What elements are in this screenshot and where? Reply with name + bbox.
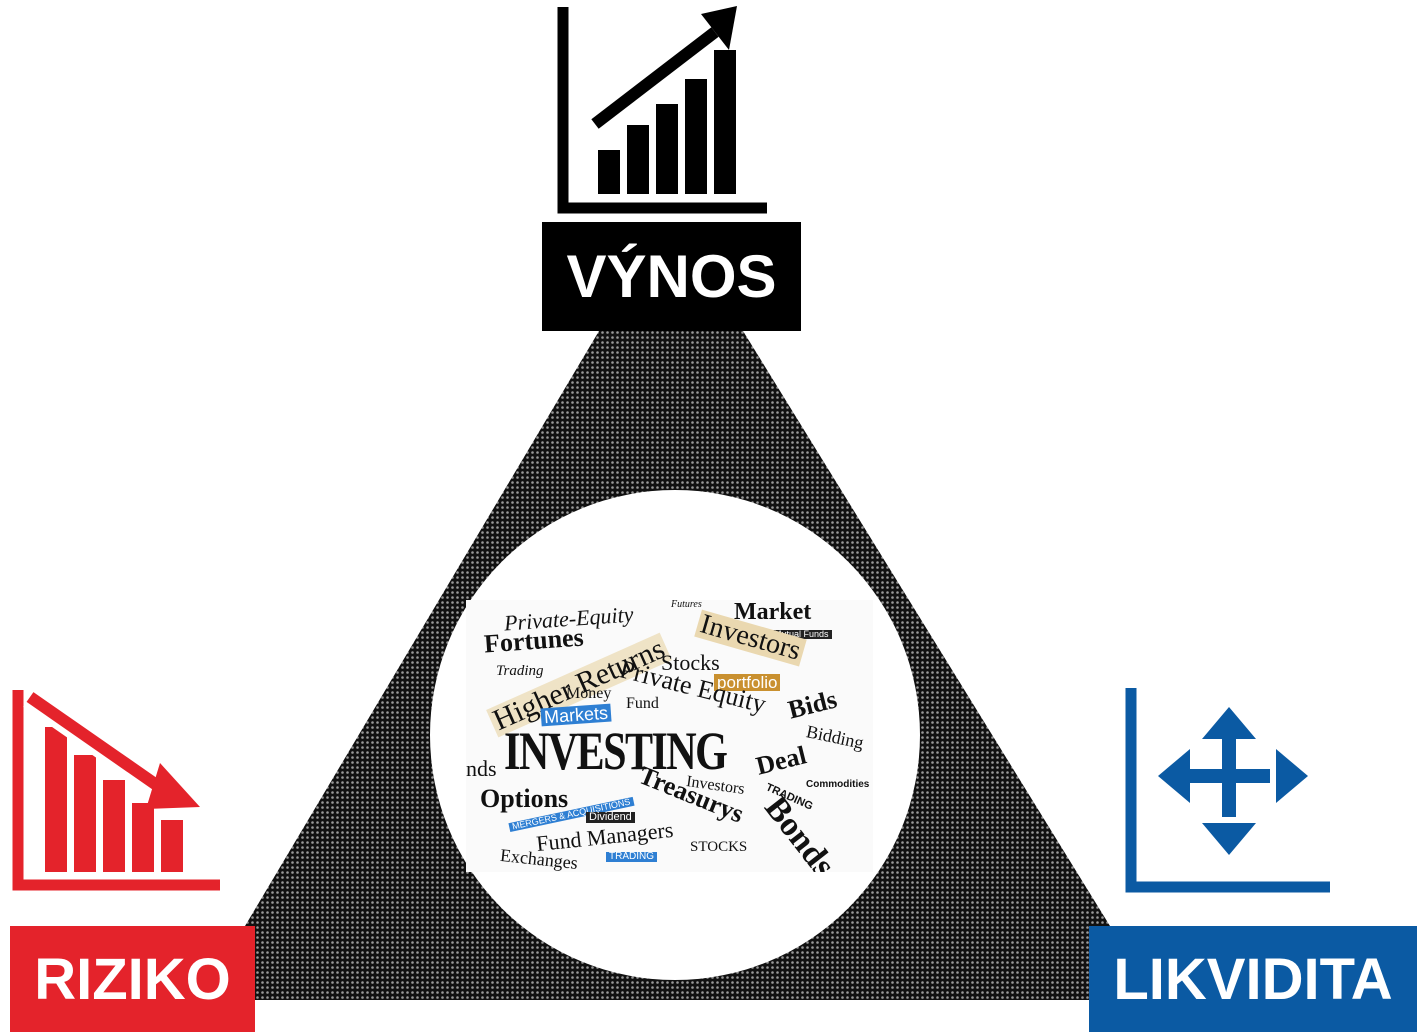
vynos-label-text: VÝNOS — [566, 243, 777, 310]
move-arrows-chart-icon — [1125, 688, 1330, 893]
collage-word: Futures — [671, 600, 702, 610]
collage-word: portfolio — [714, 674, 781, 691]
collage-word: TRADING — [606, 852, 657, 862]
collage-word: Dividend — [586, 812, 635, 823]
collage-word: INVESTING — [504, 721, 728, 781]
collage-word: Fortunes — [483, 622, 585, 659]
collage-word: Mutual Funds — [771, 630, 832, 639]
collage-word: Commodities — [806, 779, 870, 790]
collage-word: Stocks — [661, 650, 720, 675]
collage-word: Options — [480, 784, 569, 813]
collage-word: Bidding — [804, 721, 866, 753]
collage-word: Deal — [753, 740, 810, 781]
riziko-label-text: RIZIKO — [34, 946, 231, 1012]
collage-word: nds — [466, 756, 497, 781]
rising-bar-chart-icon — [557, 6, 767, 214]
collage-word: Trading — [496, 663, 544, 679]
collage-word: Fund Managers — [535, 816, 675, 857]
investing-collage-image: Private-Equity Futures Market Mutual Fun… — [466, 600, 873, 872]
collage-word: Fund — [626, 695, 659, 712]
collage-word: Money — [566, 685, 612, 702]
collage-word: STOCKS — [690, 839, 748, 855]
likvidita-label: LIKVIDITA — [1089, 926, 1417, 1032]
riziko-label: RIZIKO — [10, 926, 255, 1032]
likvidita-label-text: LIKVIDITA — [1113, 946, 1393, 1012]
collage-word: Bids — [785, 684, 840, 725]
vynos-label: VÝNOS — [542, 222, 801, 331]
falling-bar-chart-icon — [12, 687, 220, 891]
